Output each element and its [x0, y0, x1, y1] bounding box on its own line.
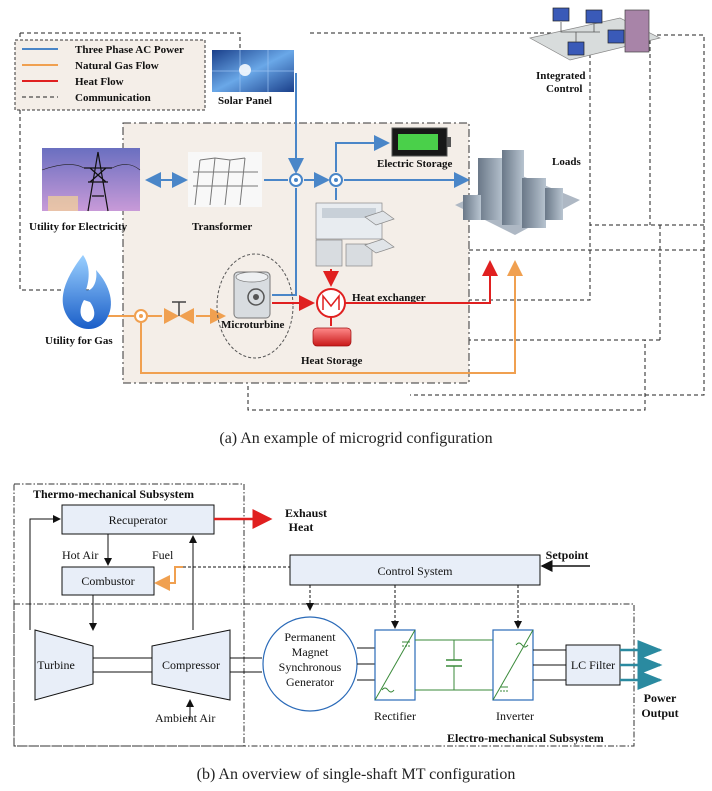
ambient-air-label: Ambient Air — [155, 711, 215, 725]
power-output-label-2: Output — [641, 706, 678, 720]
generator-label-3: Synchronous — [279, 660, 342, 674]
exhaust-label-1: Exhaust — [285, 506, 327, 520]
computer-network-icon — [529, 7, 662, 61]
control-system-block — [289, 554, 541, 586]
power-output-label-1: Power — [644, 691, 677, 705]
lc-filter-label: LC Filter — [571, 658, 615, 672]
microturbine-highlight — [216, 253, 294, 359]
electro-subsystem-boundary — [13, 603, 635, 747]
generator-label-1: Permanent — [284, 630, 336, 644]
microturbine-icon — [233, 271, 271, 319]
shaft-lines — [93, 657, 262, 673]
figure-b-caption: (b) An overview of single-shaft MT confi… — [197, 766, 516, 783]
solar-panel-label: Solar Panel — [218, 95, 272, 107]
turbine-block — [34, 629, 94, 701]
electro-subsystem-label: Electro-mechanical Subsystem — [447, 731, 604, 745]
buildings-icon — [455, 150, 580, 235]
power-output-arrows — [620, 640, 663, 690]
heat-pump-icon — [315, 202, 395, 267]
loads-label: Loads — [552, 156, 581, 168]
ac-junction-dot — [294, 178, 298, 182]
fuel-line — [154, 566, 183, 591]
exhaust-label-2: Heat — [289, 520, 314, 534]
integrated-control-label-2: Control — [546, 83, 582, 95]
solar-panel-icon — [212, 50, 294, 92]
power-tower-icon — [41, 148, 141, 212]
ac-power-lines — [145, 73, 470, 296]
generator-output-lines — [357, 647, 375, 681]
control-links — [306, 585, 522, 629]
heat-storage-label: Heat Storage — [301, 355, 363, 367]
inverter-block — [492, 629, 534, 701]
legend: Three Phase AC Power Natural Gas Flow He… — [14, 39, 206, 111]
gas-flame-icon — [62, 255, 111, 329]
heat-lines — [272, 260, 498, 326]
combustor-label: Combustor — [81, 574, 134, 588]
compressor-block — [151, 629, 231, 701]
compressor-label: Compressor — [162, 658, 220, 672]
rectifier-label: Rectifier — [374, 709, 416, 723]
heat-exchanger-icon — [316, 288, 346, 318]
electric-storage-label: Electric Storage — [377, 158, 453, 170]
transformer-icon — [188, 152, 262, 207]
gas-lines — [108, 260, 523, 374]
dc-link — [415, 639, 493, 691]
control-system-label: Control System — [377, 564, 453, 578]
lc-filter-block — [565, 644, 621, 686]
ac-junction-dot — [334, 178, 338, 182]
microgrid-diagram: Three Phase AC Power Natural Gas Flow He… — [14, 7, 705, 447]
rectifier-block — [374, 629, 416, 701]
inverter-label: Inverter — [496, 709, 534, 723]
battery-icon — [391, 127, 451, 157]
legend-label-comm: Communication — [75, 92, 151, 104]
combustor-block — [61, 566, 155, 596]
transformer-label: Transformer — [192, 221, 252, 233]
heat-storage-icon — [312, 327, 352, 347]
gas-valve-icon — [164, 301, 194, 324]
utility-electricity-label: Utility for Electricity — [29, 221, 128, 233]
legend-label-gas: Natural Gas Flow — [75, 60, 159, 72]
setpoint-label: Setpoint — [546, 548, 589, 562]
generator-label-2: Magnet — [292, 645, 329, 659]
recuperator-label: Recuperator — [109, 513, 168, 527]
generator-label-4: Generator — [286, 675, 334, 689]
legend-box — [14, 39, 206, 111]
fuel-label: Fuel — [152, 548, 174, 562]
microturbine-configuration-diagram: Thermo-mechanical Subsystem Electro-mech… — [13, 483, 679, 783]
integrated-control-label-1: Integrated — [536, 70, 586, 82]
legend-label-ac: Three Phase AC Power — [75, 44, 184, 56]
utility-gas-label: Utility for Gas — [45, 335, 113, 347]
inverter-output-lines — [533, 649, 566, 681]
legend-label-heat: Heat Flow — [75, 76, 124, 88]
thermo-subsystem-label: Thermo-mechanical Subsystem — [33, 487, 194, 501]
microturbine-label: Microturbine — [221, 319, 284, 331]
hot-air-label: Hot Air — [62, 548, 98, 562]
turbine-label: Turbine — [37, 658, 75, 672]
air-flow-lines — [29, 515, 197, 720]
heat-exchanger-label: Heat exchanger — [352, 292, 426, 304]
figure-a-caption: (a) An example of microgrid configuratio… — [219, 430, 492, 447]
gas-junction-dot — [139, 314, 143, 318]
